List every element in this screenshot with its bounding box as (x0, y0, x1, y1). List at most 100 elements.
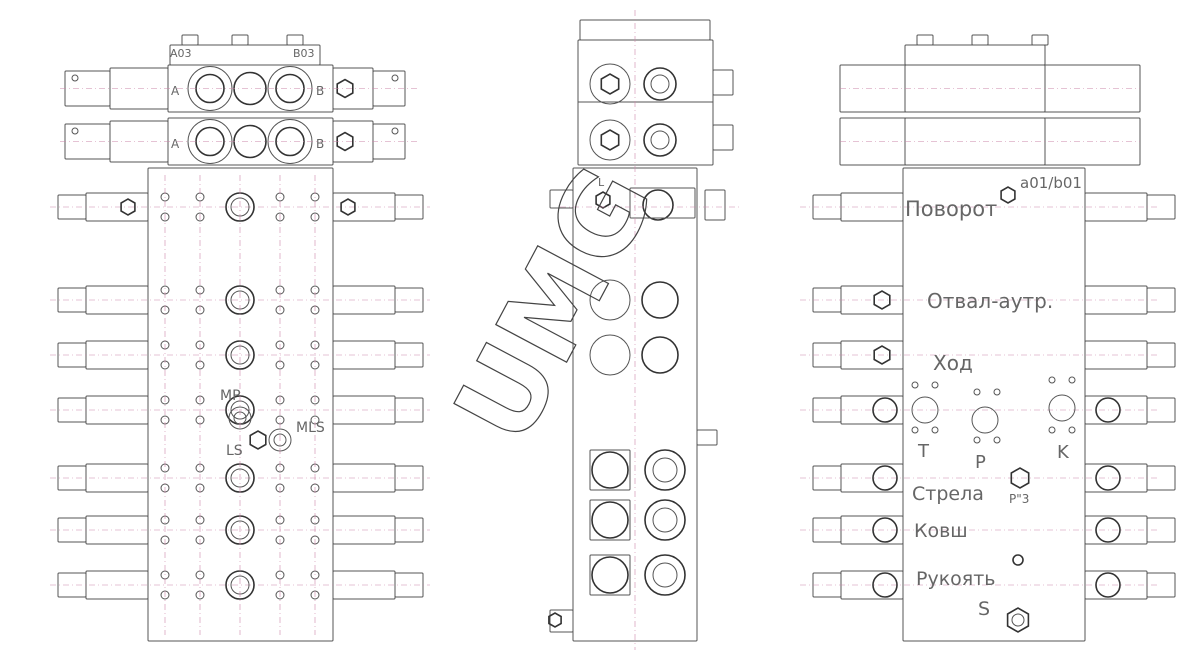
label-port-a2: A (171, 137, 180, 151)
port-p: P (975, 452, 986, 473)
port-circle (973, 388, 981, 396)
outline (916, 34, 934, 46)
outline (286, 34, 304, 46)
port-circle (1095, 572, 1121, 598)
outline (589, 554, 631, 596)
label-b03: B03 (293, 47, 315, 60)
port-circle (160, 212, 170, 222)
port-circle (1068, 426, 1076, 434)
label-mp: MP (220, 388, 241, 404)
outline (589, 449, 631, 491)
hex-fitting (873, 345, 891, 365)
port-circle (228, 406, 252, 430)
port-circle (591, 451, 629, 489)
label-mls: MLS (296, 420, 325, 436)
hex-fitting (249, 430, 267, 450)
port-circle (652, 507, 678, 533)
port-circle (1048, 394, 1076, 422)
label-port-b2: B (316, 137, 324, 151)
port-circle (872, 397, 898, 423)
port-circle (275, 212, 285, 222)
port-circle (872, 572, 898, 598)
port-circle (391, 74, 399, 82)
port-circle (643, 67, 677, 101)
port-circle (589, 119, 631, 161)
port-circle (1095, 517, 1121, 543)
port-circle (1012, 554, 1024, 566)
hex-fitting (120, 198, 136, 216)
port-circle (641, 281, 679, 319)
port-circle (652, 562, 678, 588)
outline (549, 189, 574, 209)
port-circle (931, 381, 939, 389)
port-circle (911, 381, 919, 389)
port-circle (1011, 613, 1025, 627)
port-circle (641, 336, 679, 374)
hex-fitting (1000, 186, 1016, 204)
hex-fitting (336, 78, 354, 99)
hex-fitting (600, 73, 620, 95)
label-a01-b01: a01/b01 (1020, 174, 1082, 192)
port-circle (1048, 426, 1056, 434)
port-circle (971, 406, 999, 434)
outline (231, 34, 249, 46)
port-k: K (1057, 442, 1070, 463)
port-circle (273, 433, 287, 447)
label-a03: A03 (170, 47, 192, 60)
label-ls: LS (226, 443, 243, 459)
hex-fitting (548, 612, 562, 628)
port-circle (310, 212, 320, 222)
port-circle (644, 499, 686, 541)
section-rukoyat: Рукоять (916, 568, 996, 590)
port-circle (872, 517, 898, 543)
outline (904, 44, 1046, 66)
section-kovsh: Ковш (914, 520, 968, 542)
section-hod: Ход (933, 351, 973, 375)
port-circle (391, 127, 399, 135)
outline (549, 609, 574, 633)
outline (712, 124, 734, 151)
port-circle (931, 426, 939, 434)
port-circle (591, 556, 629, 594)
outline (712, 69, 734, 96)
outline (589, 499, 631, 541)
port-circle (652, 457, 678, 483)
section-strela: Стрела (912, 483, 984, 505)
port-circle (644, 449, 686, 491)
port-circle (71, 127, 79, 135)
port-circle (650, 74, 670, 94)
label-l: L (598, 176, 605, 189)
port-circle (993, 388, 1001, 396)
watermark: UMG (430, 147, 679, 462)
drawing-geometry (50, 10, 1176, 650)
hex-fitting (1006, 607, 1030, 633)
hex-fitting (595, 191, 611, 209)
port-circle (644, 554, 686, 596)
port-circle (911, 426, 919, 434)
left-body (147, 167, 334, 642)
port-circle (973, 436, 981, 444)
outline (1031, 34, 1049, 46)
outline (971, 34, 989, 46)
port-circle (642, 189, 674, 221)
port-circle (195, 212, 205, 222)
section-otval: Отвал-аутр. (927, 289, 1053, 313)
port-circle (650, 130, 670, 150)
hex-fitting (340, 198, 356, 216)
label-s: S (978, 598, 990, 620)
port-circle (911, 396, 939, 424)
label-port-a1: A (171, 84, 180, 98)
outline (696, 429, 718, 446)
port-circle (591, 501, 629, 539)
hex-fitting (873, 290, 891, 310)
port-circle (589, 279, 631, 321)
port-circle (872, 465, 898, 491)
port-circle (589, 334, 631, 376)
port-circle (993, 436, 1001, 444)
section-povorot: Поворот (905, 197, 997, 221)
outline (629, 187, 696, 219)
port-circle (1068, 376, 1076, 384)
port-circle (1095, 397, 1121, 423)
port-t: T (917, 441, 930, 462)
